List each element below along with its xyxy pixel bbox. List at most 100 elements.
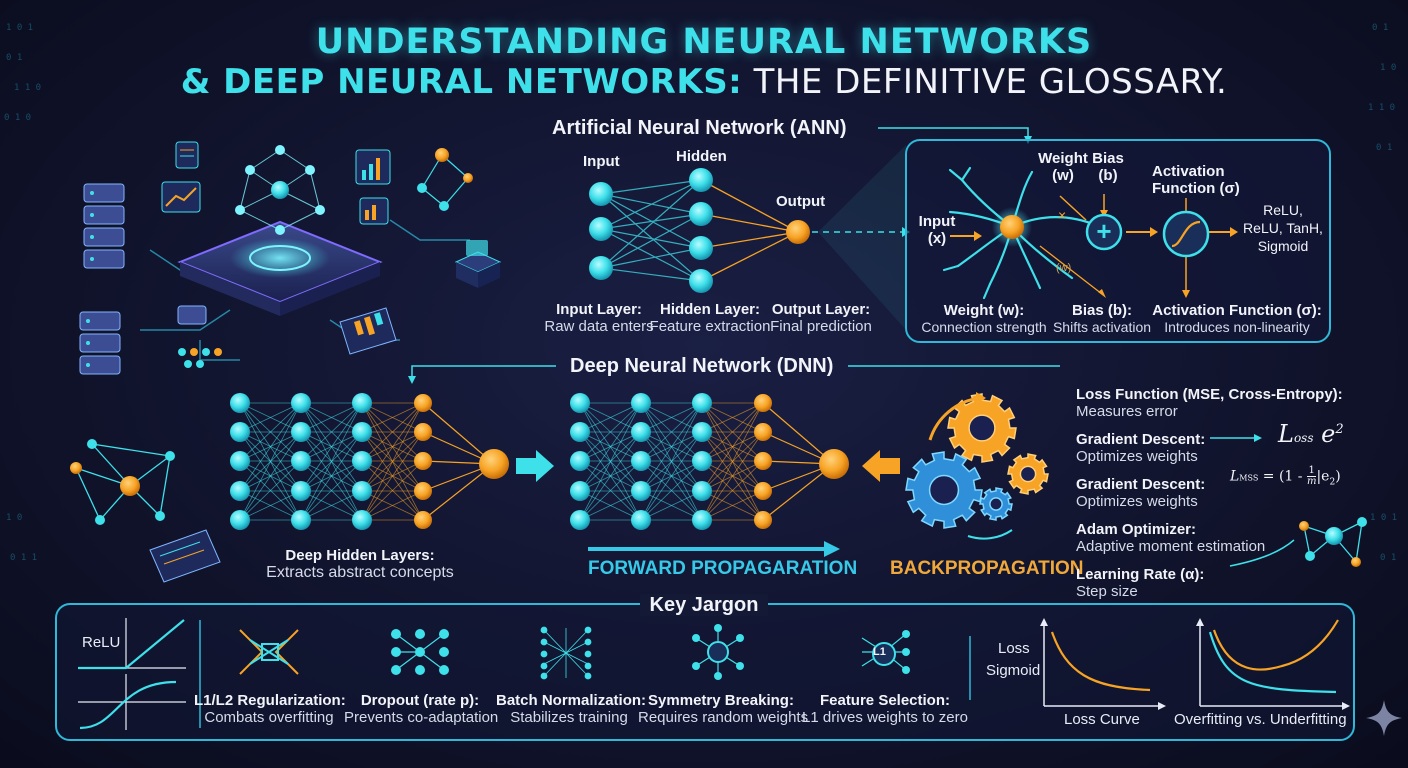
key-jargon-heading: Key Jargon [639,594,769,616]
sigmoid-word: Sigmoid [986,662,1041,679]
relu-graph [78,618,186,670]
ann-network [589,145,910,330]
ann-hidden-label: Hidden [676,148,727,165]
loss-curve-graph [1040,618,1166,710]
ann-layer-desc: Raw data enters [544,318,654,335]
dnn-hidden-node [570,422,590,442]
ann-connections [600,179,702,282]
svg-text:1 1 0: 1 1 0 [14,83,41,93]
neuron-weight-word: Weight [1038,150,1088,167]
glossary-term: Gradient Descent: [1076,431,1206,448]
formula-body: = (1 - [1262,468,1307,485]
neuron-def-name: Bias (b): [1072,302,1132,319]
svg-text:0 1: 0 1 [1376,143,1392,153]
backward-arrow-icon [862,450,900,482]
symmetry-icon [692,624,744,680]
l1-tag: L1 [873,646,886,658]
neuron-input-label: Input (x) [914,213,960,247]
summation-node [1085,213,1123,251]
tablet-icon [339,307,397,355]
formula-num: 1 [1306,465,1317,477]
ai-chip-illustration [79,141,502,375]
ann-layer-def: Input Layer: Raw data enters [536,301,662,335]
svg-text:0 1: 0 1 [6,53,22,63]
dnn-hidden-node [631,451,651,471]
dnn-hidden-node [631,393,651,413]
glossary-item: Gradient Descent: Optimizes weights [1076,431,1343,465]
dnn-hidden-node [352,393,372,413]
dnn-hidden-node [230,451,250,471]
binary-rain-decoration: 1 0 10 11 1 00 1 0 0 11 01 1 00 1 1 0 10… [4,23,1397,563]
ann-output-node [786,220,810,244]
neuron-input-var: (x) [927,230,947,247]
deep-layers-desc: Extracts abstract concepts [266,564,454,581]
ann-layer-desc: Feature extraction [649,318,771,335]
glossary-desc: Adaptive moment estimation [1076,538,1266,555]
ann-output-label: Output [776,193,826,210]
dnn-hidden-node [291,393,311,413]
activation-list: ReLU, ReLU, TanH, Sigmoid [1238,201,1328,255]
formula-sub: oss [1293,431,1314,445]
glossary-desc: Optimizes weights [1076,448,1198,465]
neuron-def: Weight (w): Connection strength [916,302,1052,335]
formula-e: e [1321,420,1336,448]
dnn-last-hidden-node [414,482,432,500]
dnn-hidden-node [352,510,372,530]
weight-small-label: (w) [1056,262,1072,274]
formula-l: L [1278,420,1294,448]
gear-hub [989,497,1003,511]
loss-formula: Loss e2 [1278,420,1344,448]
dnn-output-node [479,449,509,479]
glossary-term: Gradient Descent: [1076,476,1206,493]
activation-var: Function (σ) [1152,180,1240,197]
jargon-item: Dropout (rate p): Prevents co-adaptation [344,692,498,726]
glossary-desc: Step size [1076,583,1138,600]
jargon-term: Symmetry Breaking: [648,692,794,709]
gear-hub [1019,465,1037,483]
mini-panel-icon [175,141,199,169]
neuron-bias-word: Bias [1092,150,1124,167]
ann-layer-name: Hidden Layer: [659,301,761,318]
title-highlight: & DEEP NEURAL NETWORKS: [180,62,743,102]
jargon-item: Symmetry Breaking: Requires random weigh… [638,692,808,726]
formula-close: ) [1335,468,1341,485]
plus-symbol: + [1096,216,1112,246]
dnn-hidden-node [230,481,250,501]
bar-chart-icon [359,197,389,225]
neuron-activation-label: Activation Function (σ) [1152,163,1240,197]
dnn-last-hidden-node [414,423,432,441]
title-line-2: & DEEP NEURAL NETWORKS: THE DEFINITIVE G… [0,62,1408,102]
jargon-item: L1/L2 Regularization: Combats overfittin… [194,692,346,726]
deep-layers-name: Deep Hidden Layers: [285,547,435,564]
ann-heading: Artificial Neural Network (ANN) [552,117,847,139]
dnn-hidden-node [291,481,311,501]
dnn-hidden-node [631,481,651,501]
dnn-hidden-node [352,481,372,501]
activation-word: Activation [1152,163,1225,180]
loss-word: Loss [998,640,1030,657]
neuron-bias-var: (b) [1098,167,1118,184]
dnn-hidden-node [352,451,372,471]
dnn-last-hidden-node [754,452,772,470]
ann-layer-def: Hidden Layer: Feature extraction [646,301,774,335]
relu-label: ReLU [82,634,121,651]
bar-chart-icon [355,149,391,185]
mini-network-left [70,439,221,583]
overfitting-label: Overfitting vs. Underfitting [1174,711,1347,728]
glossary-item: Learning Rate (α): Step size [1076,566,1343,600]
dnn-last-hidden-node [754,482,772,500]
server-stack-icon [83,183,125,269]
deep-layers-def: Deep Hidden Layers: Extracts abstract co… [250,547,470,582]
neuron-def-name: Weight (w): [943,302,1025,319]
dnn-hidden-node [570,481,590,501]
neuron-def-desc: Shifts activation [1052,319,1152,335]
svg-text:0 1: 0 1 [1372,23,1388,33]
dnn-last-hidden-node [754,511,772,529]
svg-text:1 0 1: 1 0 1 [6,23,33,33]
formula-sup: 2 [1335,422,1344,437]
jargon-desc: Stabilizes training [510,709,628,726]
dnn-hidden-node [631,422,651,442]
dnn-hidden-node [570,393,590,413]
glossary-term: Loss Function (MSE, Cross-Entropy): [1076,386,1343,403]
